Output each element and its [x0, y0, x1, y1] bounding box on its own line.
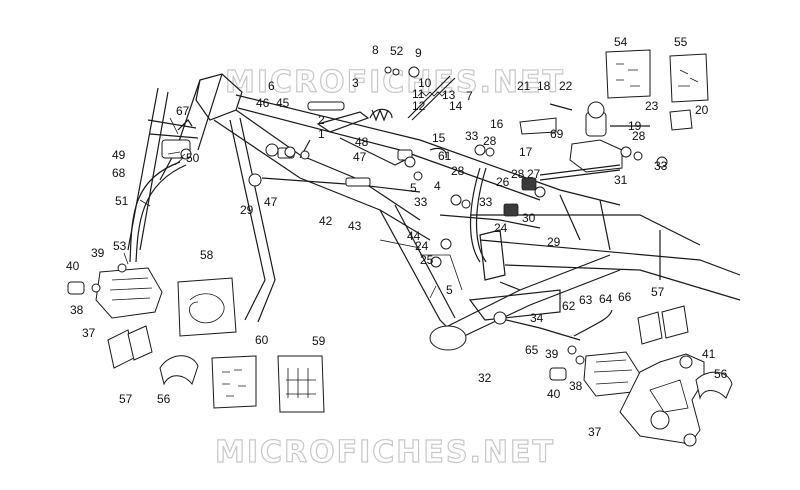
callout-20: 20: [695, 103, 709, 117]
watermark-bottom: MICROFICHES.NET: [215, 435, 555, 470]
callout-54: 54: [614, 35, 628, 49]
leader-lines: [123, 117, 437, 299]
callout-32: 32: [478, 371, 492, 385]
callout-61: 61: [438, 149, 452, 163]
callout-40b: 40: [547, 387, 561, 401]
callout-47b: 47: [353, 150, 367, 164]
callout-63: 63: [579, 293, 593, 307]
callout-45: 45: [276, 96, 290, 110]
callout-40a: 40: [66, 259, 80, 273]
callout-5a: 5: [410, 181, 417, 195]
callout-6: 6: [268, 79, 275, 93]
callout-39b: 39: [545, 347, 559, 361]
callout-49: 49: [112, 148, 126, 162]
callout-58: 58: [200, 248, 214, 262]
callout-17: 17: [519, 145, 533, 159]
callout-28c: 28: [511, 167, 525, 181]
callout-33d: 33: [479, 195, 493, 209]
callout-38b: 38: [569, 379, 583, 393]
callout-19: 19: [628, 119, 642, 133]
callout-69: 69: [550, 127, 564, 141]
callout-27: 27: [527, 167, 541, 181]
callout-57b: 57: [651, 285, 665, 299]
callout-26: 26: [496, 175, 510, 189]
callout-25: 25: [420, 253, 434, 267]
callout-28b: 28: [451, 164, 465, 178]
callout-41: 41: [702, 347, 716, 361]
callout-64: 64: [599, 292, 613, 306]
callout-24b: 24: [494, 221, 508, 235]
callout-labels: 1 2 3 4 5 5 6 7 8 9 10 11 12 13 14 15 16…: [66, 35, 728, 439]
callout-37b: 37: [588, 425, 602, 439]
callout-57a: 57: [119, 392, 133, 406]
callout-48: 48: [355, 135, 369, 149]
callout-53: 53: [113, 239, 127, 253]
callout-22: 22: [559, 79, 573, 93]
callout-42: 42: [319, 214, 333, 228]
callout-4: 4: [434, 179, 441, 193]
callout-52: 52: [390, 44, 404, 58]
callout-38a: 38: [70, 303, 84, 317]
callout-39a: 39: [91, 246, 105, 260]
callout-33a: 33: [465, 129, 479, 143]
callout-10: 10: [418, 76, 432, 90]
callout-62: 62: [562, 299, 576, 313]
callout-66: 66: [618, 290, 632, 304]
callout-7: 7: [466, 89, 473, 103]
callout-16: 16: [490, 117, 504, 131]
callout-56a: 56: [157, 392, 171, 406]
callout-1: 1: [318, 127, 325, 141]
callout-30: 30: [522, 211, 536, 225]
front-brake-assembly: [67, 119, 325, 413]
callout-21: 21: [517, 79, 531, 93]
callout-60: 60: [255, 333, 269, 347]
callout-15: 15: [432, 131, 446, 145]
callout-47a: 47: [264, 195, 278, 209]
callout-68: 68: [112, 166, 126, 180]
callout-12: 12: [412, 99, 426, 113]
callout-29a: 29: [240, 203, 254, 217]
callout-28a: 28: [483, 134, 497, 148]
callout-9: 9: [415, 46, 422, 60]
callout-37a: 37: [82, 326, 96, 340]
rear-brake-assembly: [549, 49, 733, 447]
callout-5b: 5: [446, 283, 453, 297]
callout-67: 67: [176, 104, 190, 118]
callout-51: 51: [115, 194, 129, 208]
callout-2: 2: [318, 113, 325, 127]
callout-24a: 24: [415, 239, 429, 253]
rear-master-cylinder: [430, 101, 693, 341]
callout-29b: 29: [547, 235, 561, 249]
callout-8: 8: [372, 43, 379, 57]
callout-11: 11: [412, 87, 425, 101]
callout-23: 23: [645, 99, 659, 113]
callout-14: 14: [449, 99, 463, 113]
callout-43: 43: [348, 219, 362, 233]
callout-65: 65: [525, 343, 539, 357]
callout-50: 50: [186, 151, 200, 165]
callout-33c: 33: [654, 159, 668, 173]
rear-brake-pedal-linkage: [248, 66, 456, 193]
callout-33b: 33: [414, 195, 428, 209]
frame: [127, 73, 741, 351]
callout-59: 59: [312, 334, 326, 348]
callout-55: 55: [674, 35, 688, 49]
callout-13: 13: [442, 88, 456, 102]
callout-34: 34: [530, 311, 544, 325]
callout-28d: 28: [632, 129, 646, 143]
callout-18: 18: [537, 79, 551, 93]
callout-46: 46: [256, 96, 270, 110]
callout-44: 44: [407, 229, 421, 243]
callout-56b: 56: [714, 367, 728, 381]
callout-3: 3: [352, 76, 359, 90]
callout-31: 31: [614, 173, 628, 187]
